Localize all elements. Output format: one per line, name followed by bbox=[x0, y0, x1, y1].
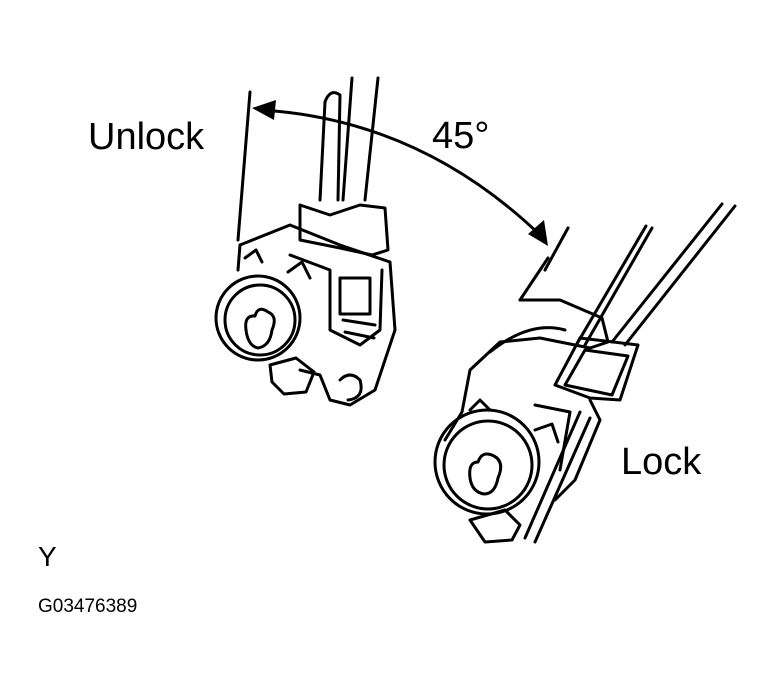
unlock-label: Unlock bbox=[88, 116, 205, 158]
lock-label: Lock bbox=[621, 441, 702, 483]
retractor-locked-icon bbox=[433, 202, 737, 544]
figure-code: G03476389 bbox=[38, 596, 138, 617]
retractor-unlocked-icon bbox=[214, 76, 397, 407]
view-letter: Y bbox=[38, 541, 57, 572]
rotation-arc-arrow-icon bbox=[252, 100, 548, 246]
angle-label: 45° bbox=[432, 115, 490, 157]
